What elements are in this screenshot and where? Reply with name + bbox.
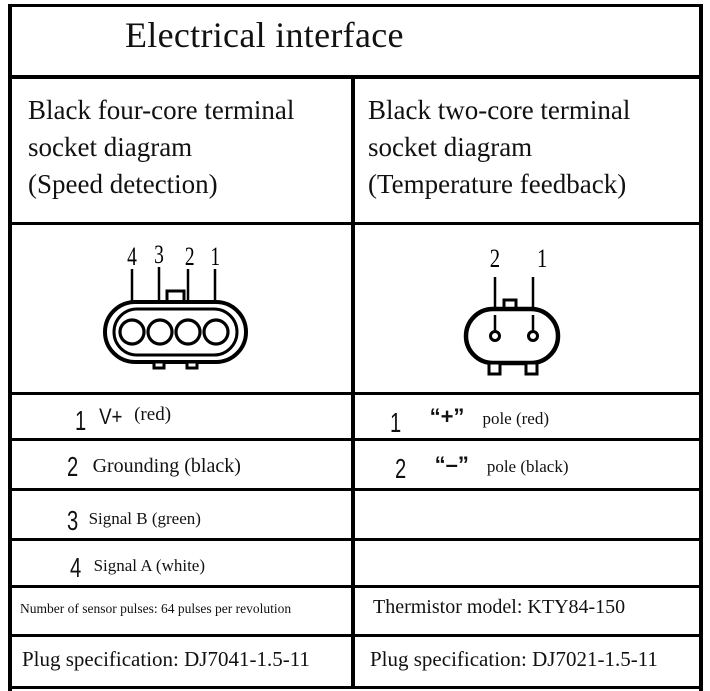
right-header-line-3: (Temperature feedback) (368, 169, 627, 199)
connector-foot-right (185, 360, 199, 370)
left-header: Black four-core terminal socket diagram … (28, 92, 294, 203)
left-pin-row-1: 1 V+ (red) (75, 399, 172, 436)
pin-desc: Grounding (black) (92, 455, 241, 477)
left-header-line-3: (Speed detection) (28, 169, 218, 199)
divider-header (8, 222, 703, 225)
divider-row4 (8, 585, 703, 588)
right-plug-spec: Plug specification: DJ7021-1.5-11 (370, 647, 658, 671)
divider-diagram (8, 392, 703, 395)
pin-name: V+ (98, 404, 123, 429)
pin-hole-1 (527, 330, 539, 342)
left-plug-spec: Plug specification: DJ7041-1.5-11 (22, 647, 310, 671)
divider-row2 (8, 488, 703, 491)
left-header-line-1: Black four-core terminal (28, 95, 295, 125)
pin-number: 1 (75, 405, 87, 436)
pin-symbol: “+” (429, 404, 465, 429)
right-pin-row-1: 1 “+” pole (red) (390, 399, 549, 438)
column-divider (351, 79, 355, 686)
pin-hole-4 (118, 318, 146, 346)
connector-shell (463, 306, 561, 366)
right-header: Black two-core terminal socket diagram (… (368, 92, 630, 203)
pin-number: 2 (67, 451, 79, 482)
pin-hole-1 (202, 318, 230, 346)
four-core-connector-diagram: 4 3 2 1 (103, 240, 248, 370)
pin-desc: Signal A (white) (93, 556, 206, 575)
pin-desc: pole (red) (482, 409, 549, 428)
connector-foot-left (487, 361, 502, 376)
pin-label-2: 2 (490, 245, 500, 274)
pin-hole-2 (174, 318, 202, 346)
left-pin-row-4: 4 Signal A (white) (70, 546, 206, 583)
two-core-connector-diagram: 2 1 (463, 245, 561, 376)
border-bottom (8, 686, 703, 689)
left-pin-row-3: 3 Signal B (green) (67, 499, 201, 536)
pin-label-4: 4 (127, 242, 137, 270)
left-header-line-2: socket diagram (28, 132, 193, 162)
divider-row5 (8, 634, 703, 637)
pin-desc: Signal B (green) (88, 509, 201, 528)
border-top (8, 4, 703, 7)
pin-desc: pole (black) (486, 457, 569, 476)
thermistor-model: Thermistor model: KTY84-150 (373, 596, 626, 618)
pin-number: 2 (395, 453, 407, 484)
divider-row3 (8, 538, 703, 541)
table-title: Electrical interface (125, 15, 404, 55)
right-header-line-1: Black two-core terminal (368, 95, 631, 125)
sensor-pulses-note: Number of sensor pulses: 64 pulses per r… (20, 601, 292, 616)
pin-hole-2 (489, 330, 501, 342)
pin-label-1: 1 (210, 242, 220, 270)
connector-inner-shell (112, 307, 239, 357)
pin-number: 4 (70, 552, 82, 583)
connector-foot-right (524, 361, 539, 376)
connector-foot-left (152, 360, 166, 370)
right-pin-row-2: 2 “–” pole (black) (395, 447, 569, 484)
pin-hole-3 (146, 318, 174, 346)
left-pin-row-2: 2 Grounding (black) (67, 447, 241, 482)
right-header-line-2: socket diagram (368, 132, 533, 162)
border-left (8, 4, 12, 691)
pin-label-2: 2 (185, 242, 195, 270)
border-right (699, 4, 703, 691)
pin-label-3: 3 (154, 240, 164, 268)
pin-desc: (red) (134, 404, 172, 425)
divider-row1 (8, 438, 703, 441)
pin-number: 3 (67, 505, 79, 536)
pin-label-1: 1 (537, 245, 547, 274)
pin-symbol: “–” (434, 452, 469, 477)
divider-title (8, 75, 703, 79)
pin-number: 1 (390, 407, 402, 438)
